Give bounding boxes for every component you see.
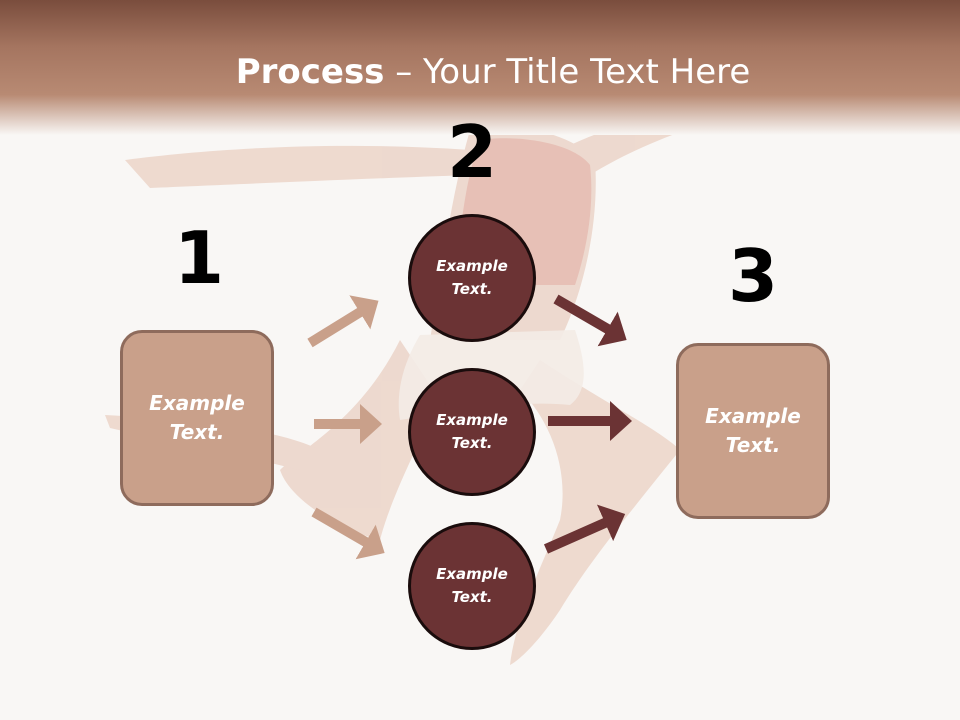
- step-number-3: 3: [727, 234, 779, 318]
- step-number-2: 2: [446, 110, 498, 194]
- arrow-top-to-right: [553, 294, 627, 347]
- step-2-circle-bottom: Example Text.: [408, 522, 536, 650]
- slide-title-rest: – Your Title Text Here: [384, 52, 751, 92]
- slide-title: Process – Your Title Text Here: [0, 52, 960, 92]
- step-3-box-text: Example Text.: [705, 404, 801, 457]
- step-2-circle-top: Example Text.: [408, 214, 536, 342]
- step-2-circle-middle: Example Text.: [408, 368, 536, 496]
- circle-middle-text: Example Text.: [436, 411, 508, 452]
- step-3-box: Example Text.: [676, 343, 830, 519]
- arrow-left-to-top: [307, 295, 379, 348]
- slide-title-bold: Process: [235, 52, 385, 92]
- step-1-box: Example Text.: [120, 330, 274, 506]
- step-number-1: 1: [173, 216, 225, 300]
- step-1-box-text: Example Text.: [149, 391, 245, 444]
- title-header-band: [0, 0, 960, 135]
- arrow-bottom-to-right: [543, 504, 626, 554]
- arrow-left-to-bottom: [311, 507, 385, 560]
- circle-bottom-text: Example Text.: [436, 565, 508, 606]
- circle-top-text: Example Text.: [436, 257, 508, 298]
